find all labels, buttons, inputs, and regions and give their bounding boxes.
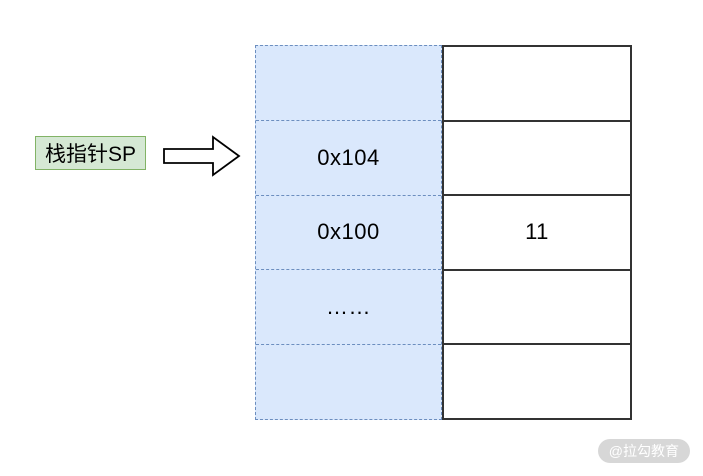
- address-cell: [256, 46, 441, 121]
- value-cell: [444, 47, 630, 122]
- address-cell: 0x100: [256, 196, 441, 271]
- address-cell: [256, 345, 441, 419]
- address-cell: ……: [256, 270, 441, 346]
- watermark-badge: @拉勾教育: [597, 439, 690, 463]
- address-cell: 0x104: [256, 121, 441, 196]
- value-cell: [444, 122, 630, 197]
- stack-pointer-label: 栈指针SP: [35, 136, 146, 170]
- address-column: 0x104 0x100 ……: [255, 45, 442, 420]
- right-block-arrow-icon: [163, 135, 241, 177]
- value-cell: 11: [444, 196, 630, 271]
- value-cell: [444, 345, 630, 418]
- value-cell: [444, 271, 630, 346]
- value-column: 11: [442, 45, 632, 420]
